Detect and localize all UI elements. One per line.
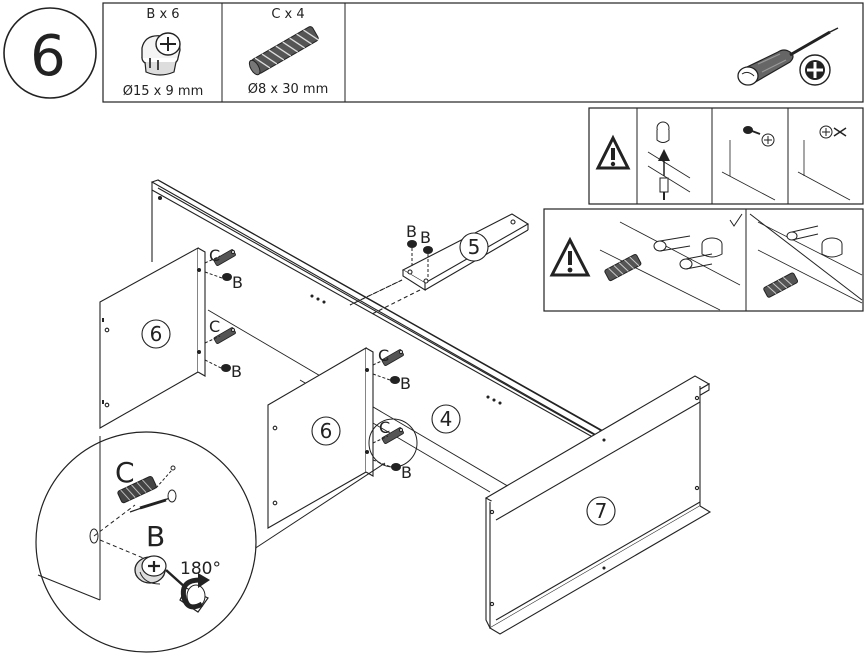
cam-lock-b-label-left-top: B: [232, 273, 243, 292]
phillips-screwdriver-icon: [737, 27, 839, 86]
panel-7-label: 7: [595, 499, 608, 523]
fittings-middle-bottom: [368, 418, 418, 471]
part-b-qty: B x 6: [146, 7, 179, 22]
part-b-cell: B x 6 Ø15 x 9 mm: [123, 7, 203, 99]
panel-4-label-circle: [431, 404, 461, 434]
connector-screw-icon: [129, 489, 177, 513]
wooden-dowel-icon: [117, 476, 157, 504]
rotation-angle-label: 180°: [180, 559, 221, 579]
cam-lock-b-label-middle-top: B: [400, 374, 411, 393]
fittings-left-top: [204, 249, 236, 281]
panel-6-left-label-circle: [141, 319, 171, 349]
panel-4-label: 4: [440, 407, 453, 431]
fittings-middle-top: [372, 349, 404, 384]
panel-6-middle-label-circle: [311, 416, 341, 446]
step-number: 6: [30, 24, 66, 89]
panel-7-label-circle: [586, 496, 616, 526]
warning-icon: [549, 236, 591, 277]
dowel-c-label-middle-top: C: [378, 346, 389, 365]
wooden-dowel-icon: [248, 26, 319, 76]
warning-icon: [595, 134, 631, 170]
cam-lock-b-rail: [407, 240, 433, 278]
panel-6-left-label: 6: [150, 322, 163, 346]
part-c-qty: C x 4: [271, 7, 304, 22]
panel-5-label-circle: [459, 232, 489, 262]
cam-lock-b-label-rail-2: B: [420, 228, 431, 247]
incorrect-dowel-placement: [749, 213, 863, 304]
dowel-c-label-middle-bottom: C: [379, 418, 390, 437]
support-rail-5: [349, 213, 530, 316]
rotate-arrow-icon: [180, 573, 210, 610]
step-number-badge: 6: [3, 7, 97, 99]
part-c-size: Ø8 x 30 mm: [248, 82, 328, 97]
correct-dowel-placement: [599, 213, 743, 311]
cam-lock-b-label-left-bottom: B: [231, 362, 242, 381]
dowel-c-label-left-bottom: C: [209, 317, 220, 336]
cam-approach-step: [721, 126, 776, 201]
dowel-instructions: [543, 208, 864, 312]
cam-locked-step: [797, 125, 851, 201]
panel-6-middle-label: 6: [320, 419, 333, 443]
part-c-cell: C x 4 Ø8 x 30 mm: [248, 7, 328, 97]
panel-5-label: 5: [468, 235, 481, 259]
detail-magnifier: [35, 431, 386, 653]
part-b-size: Ø15 x 9 mm: [123, 84, 203, 99]
insert-screw-step: [647, 121, 691, 200]
cam-lock-b-label-middle-bottom: B: [401, 463, 412, 482]
cam-lock-instructions: [588, 107, 864, 205]
cam-lock-b-label-detail: B: [146, 520, 165, 553]
cam-lock-b-label-rail: B: [406, 222, 417, 241]
dowel-c-label-detail: C: [115, 456, 135, 489]
check-mark-icon: [729, 213, 743, 227]
parts-table: B x 6 Ø15 x 9 mm C x 4 Ø8 x 30 mm: [102, 2, 864, 103]
dowel-c-label-left-top: C: [209, 246, 220, 265]
cam-lock-icon: [134, 555, 167, 585]
detail-focus-circle: [368, 418, 418, 468]
phillips-head-icon: [799, 54, 831, 86]
cam-lock-icon: [141, 32, 181, 76]
assembly-guide-line: [349, 279, 403, 306]
fittings-left-bottom: [204, 327, 236, 372]
